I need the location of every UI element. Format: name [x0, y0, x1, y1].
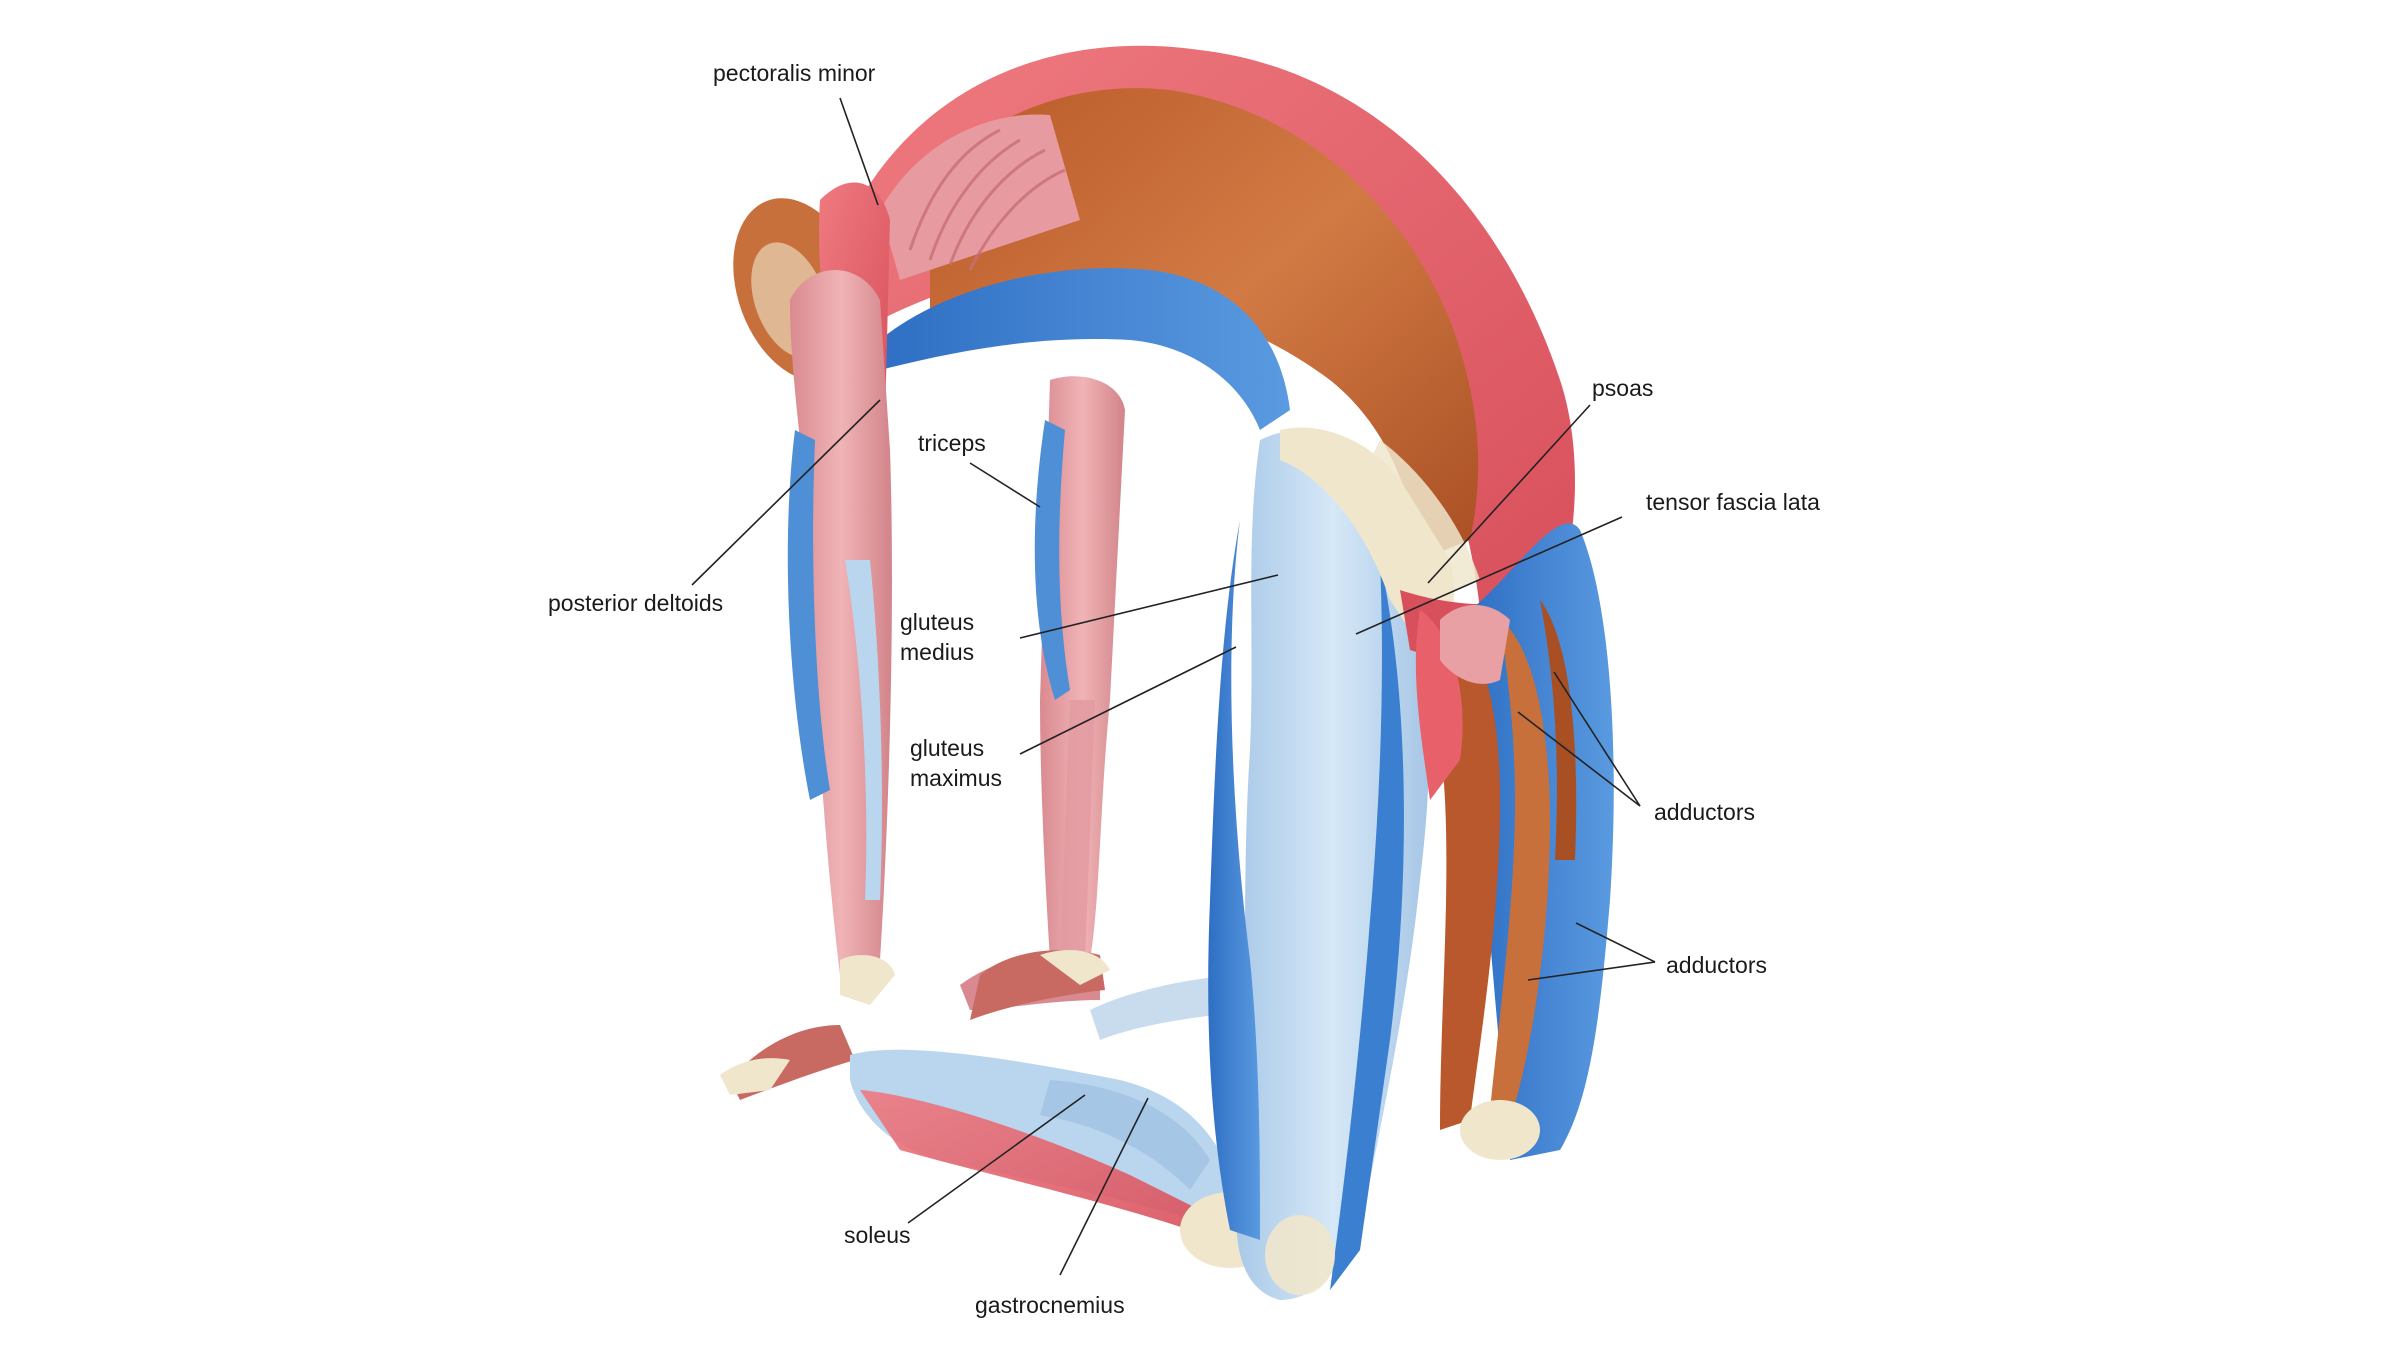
label-psoas: psoas: [1592, 375, 1654, 401]
label-gluteus-maximus: gluteus maximus: [910, 733, 1002, 793]
label-adductors-lower: adductors: [1666, 952, 1768, 978]
torso: [860, 45, 1575, 610]
label-pectoralis-minor: pectoralis minor: [713, 60, 876, 86]
label-tensor-fascia-lata: tensor fascia lata: [1646, 489, 1820, 515]
leader-gastrocnemius: [1059, 1097, 1149, 1276]
leader-triceps: [969, 462, 1041, 508]
leader-adductors-upper-b: [1517, 711, 1641, 807]
label-gluteus-maximus-line2: maximus: [910, 765, 1003, 791]
far-arm: [970, 376, 1125, 1020]
label-gastrocnemius: gastrocnemius: [975, 1292, 1125, 1318]
leader-tensor-fascia-lata: [1355, 516, 1623, 635]
leader-lines: [691, 97, 1656, 1276]
near-thigh: [1208, 430, 1430, 1300]
label-adductors-upper: adductors: [1654, 799, 1756, 825]
leader-soleus: [907, 1094, 1086, 1224]
label-gluteus-medius-line1: gluteus: [900, 609, 975, 635]
label-posterior-deltoids: posterior deltoids: [548, 590, 724, 616]
leader-psoas: [1427, 404, 1591, 584]
leader-pectoralis-minor: [839, 97, 879, 206]
label-triceps: triceps: [918, 430, 986, 456]
leader-adductors-lower-a: [1575, 922, 1656, 963]
label-soleus: soleus: [844, 1222, 911, 1248]
far-thigh: [1440, 523, 1614, 1160]
leader-gluteus-maximus: [1019, 646, 1237, 755]
leader-gluteus-medius: [1019, 574, 1279, 639]
hip-flexors: [1415, 605, 1510, 800]
label-gluteus-medius-line2: medius: [900, 639, 975, 665]
leader-adductors-lower-b: [1527, 961, 1656, 981]
label-gluteus-maximus-line1: gluteus: [910, 735, 985, 761]
leader-posterior-deltoids: [691, 399, 881, 586]
label-gluteus-medius: gluteus medius: [900, 607, 974, 667]
leader-adductors-upper-a: [1553, 671, 1641, 807]
head-and-near-arm: [720, 182, 895, 1100]
